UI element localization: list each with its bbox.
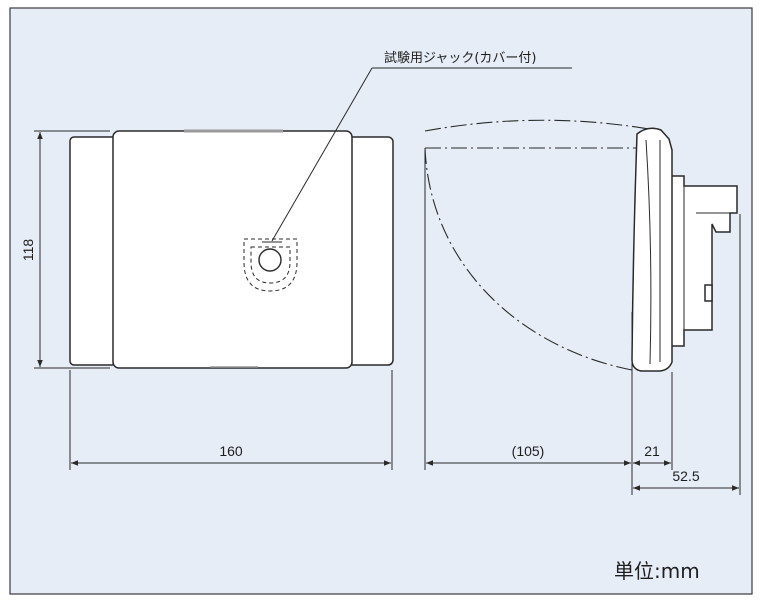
width-dimension: 160 [69,370,393,470]
front-plate-bevel-line [645,139,652,365]
height-dimension-value: 118 [20,239,36,262]
right-side-panel [347,136,394,366]
jack-cover-inner-outline [250,246,291,284]
swing-dimension: (105) [424,150,631,470]
total-depth-dimension-value: 52.5 [672,468,699,484]
jack-callout: 試験用ジャック(カバー付) [271,50,572,242]
rear-body-tab [704,284,713,302]
test-jack [243,238,298,292]
left-side-panel [69,136,117,366]
callout-label: 試験用ジャック(カバー付) [384,50,537,66]
jack-cover-outer-outline [243,238,298,292]
cover-open-top-path [424,119,656,132]
cover-swing-arc [424,147,633,371]
main-cover-panel [112,130,353,369]
total-depth-dimension: 52.5 [633,214,741,495]
front-view: 試験用ジャック(カバー付) 118 160 [20,50,572,470]
jack-socket [258,248,282,272]
units-label: 単位:mm [614,559,700,583]
callout-leader-line [271,67,373,242]
front-plate-profile [631,127,673,372]
height-dimension: 118 [20,130,110,369]
front-depth-dimension: 21 [631,312,673,495]
width-dimension-value: 160 [219,443,243,459]
side-view: (105) 21 52.5 [424,119,741,495]
front-depth-dimension-value: 21 [644,443,660,459]
rear-body [667,175,738,347]
swing-dimension-value: (105) [512,443,545,459]
